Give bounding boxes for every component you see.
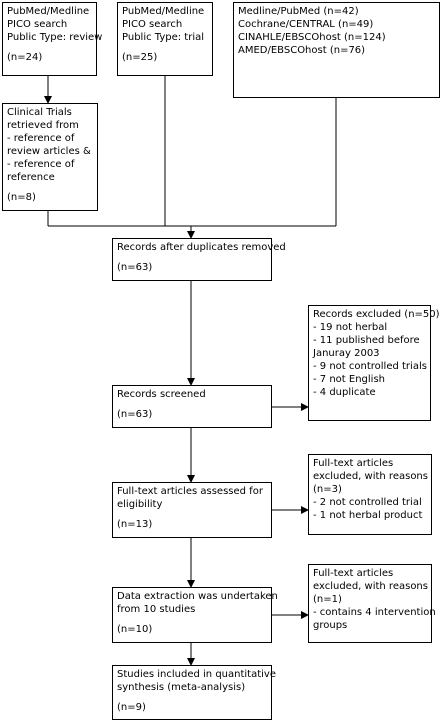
- box-line: (n=63): [117, 262, 153, 273]
- box-line: excluded, with reasons: [313, 581, 428, 592]
- box-line: - 9 not controlled trials: [313, 361, 427, 372]
- box-line: excluded, with reasons: [313, 471, 428, 482]
- box-line: (n=9): [117, 702, 146, 713]
- box-line: from 10 studies: [117, 604, 196, 615]
- box-line: Public Type: trial: [122, 32, 205, 43]
- box-line: Clinical Trials: [7, 107, 72, 118]
- box-line: (n=24): [7, 52, 43, 63]
- box-line: Records excluded (n=50): [313, 309, 440, 320]
- box-line: Full-text articles: [313, 568, 394, 579]
- box-databases: Medline/PubMed (n=42) Cochrane/CENTRAL (…: [233, 2, 440, 98]
- box-records-screened: Records screened (n=63): [112, 385, 272, 428]
- box-line: Full-text articles assessed for: [117, 486, 263, 497]
- box-pubmed-review: PubMed/Medline PICO search Public Type: …: [2, 2, 103, 76]
- box-line: (n=10): [117, 624, 153, 635]
- box-line: - 4 duplicate: [313, 387, 376, 398]
- box-line: (n=63): [117, 409, 153, 420]
- box-clinical-trials: Clinical Trials retrieved from - referen…: [2, 103, 98, 211]
- box-line: CINAHLE/EBSCOhost (n=124): [238, 32, 386, 43]
- box-line: (n=1): [313, 594, 342, 605]
- box-data-extraction: Data extraction was undertaken from 10 s…: [112, 587, 278, 643]
- box-line: Medline/PubMed (n=42): [238, 6, 359, 17]
- box-line: review articles &: [7, 146, 91, 157]
- box-line: retrieved from: [7, 120, 79, 131]
- box-after-duplicates: Records after duplicates removed (n=63): [112, 238, 286, 281]
- box-line: Full-text articles: [313, 458, 394, 469]
- box-line: - 2 not controlled trial: [313, 497, 422, 508]
- box-line: Cochrane/CENTRAL (n=49): [238, 19, 374, 30]
- box-line: (n=13): [117, 519, 153, 530]
- box-line: PICO search: [122, 19, 183, 30]
- box-studies-included: Studies included in quantitative synthes…: [112, 665, 276, 720]
- box-line: PubMed/Medline: [7, 6, 90, 17]
- box-records-excluded: Records excluded (n=50) - 19 not herbal …: [308, 305, 440, 421]
- box-line: - 7 not English: [313, 374, 385, 385]
- box-line: groups: [313, 620, 348, 631]
- box-fulltext-assessed: Full-text articles assessed for eligibil…: [112, 482, 272, 538]
- box-line: eligibility: [117, 499, 163, 510]
- box-fulltext-excluded-2: Full-text articles excluded, with reason…: [308, 564, 436, 643]
- box-pubmed-trial: PubMed/Medline PICO search Public Type: …: [117, 2, 213, 76]
- box-line: Data extraction was undertaken: [117, 591, 278, 602]
- box-line: (n=25): [122, 52, 158, 63]
- box-line: Januray 2003: [313, 348, 380, 359]
- box-line: - 1 not herbal product: [313, 510, 423, 521]
- box-line: - contains 4 intervention: [313, 607, 436, 618]
- box-fulltext-excluded-1: Full-text articles excluded, with reason…: [308, 454, 432, 535]
- box-line: PubMed/Medline: [122, 6, 205, 17]
- box-line: Records screened: [117, 389, 206, 400]
- box-line: AMED/EBSCOhost (n=76): [238, 45, 366, 56]
- box-line: synthesis (meta-analysis): [117, 682, 246, 693]
- box-line: Public Type: review: [7, 32, 103, 43]
- box-line: reference: [7, 172, 55, 183]
- box-line: Records after duplicates removed: [117, 242, 286, 253]
- box-line: PICO search: [7, 19, 68, 30]
- box-line: - 11 published before: [313, 335, 420, 346]
- box-line: (n=3): [313, 484, 342, 495]
- box-line: - reference of: [7, 133, 75, 144]
- box-line: - 19 not herbal: [313, 322, 388, 333]
- box-line: - reference of: [7, 159, 75, 170]
- box-line: Studies included in quantitative: [117, 669, 276, 680]
- box-line: (n=8): [7, 192, 36, 203]
